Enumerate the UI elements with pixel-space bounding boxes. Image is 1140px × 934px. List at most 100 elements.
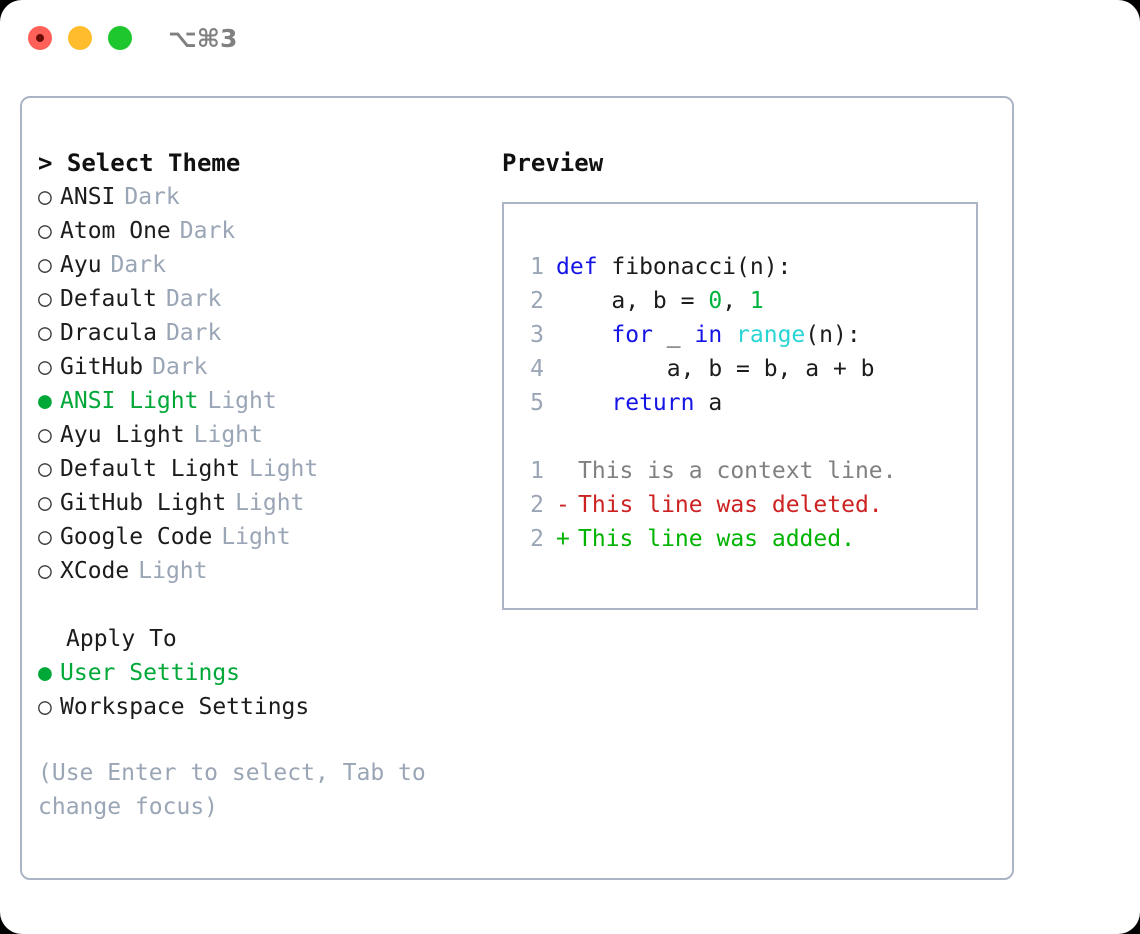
code-token: for: [611, 322, 653, 348]
radio-unselected-icon[interactable]: ○: [38, 286, 52, 312]
code-line: 3 for _ in range(n):: [520, 318, 897, 352]
code-token: 1: [749, 288, 764, 314]
maximize-button[interactable]: [108, 26, 132, 50]
radio-unselected-icon[interactable]: ○: [38, 184, 52, 210]
radio-selected-icon[interactable]: ●: [38, 388, 52, 414]
theme-option-label: XCode: [60, 558, 130, 584]
theme-option-row[interactable]: ○ Default Dark: [38, 282, 478, 316]
radio-unselected-icon[interactable]: ○: [38, 422, 52, 448]
diff-sign: -: [556, 492, 570, 518]
diff-text: This line was added.: [578, 526, 855, 552]
code-diff-spacer: [520, 420, 897, 454]
code-token: return: [611, 390, 695, 416]
theme-option-label: GitHub: [60, 354, 144, 380]
theme-option-row[interactable]: ● ANSI Light Light: [38, 384, 478, 418]
code-token: [556, 318, 611, 352]
code-token: in: [694, 322, 723, 348]
radio-unselected-icon[interactable]: ○: [38, 524, 52, 550]
theme-option-label: Google Code: [60, 524, 213, 550]
theme-option-row[interactable]: ○ GitHub Light Light: [38, 486, 478, 520]
theme-option-row[interactable]: ○ GitHub Dark: [38, 350, 478, 384]
theme-option-tag: Dark: [152, 354, 208, 380]
theme-option-tag: Dark: [165, 286, 222, 312]
apply-to-option-label: Workspace Settings: [60, 694, 310, 720]
theme-option-tag: Light: [221, 524, 291, 550]
theme-option-label: Default: [60, 286, 157, 312]
theme-option-label: GitHub Light: [60, 490, 227, 516]
theme-option-row[interactable]: ○ ANSI Dark: [38, 180, 478, 214]
code-token: 0: [708, 288, 723, 314]
code-token: fibonacci(n):: [597, 254, 792, 280]
code-line-number: 4: [530, 356, 544, 382]
radio-unselected-icon[interactable]: ○: [38, 218, 52, 244]
theme-option-tag: Dark: [110, 252, 166, 278]
code-token: _: [652, 322, 695, 348]
diff-sample: 1 This is a context line. 2-This line was…: [520, 454, 897, 556]
diff-line-number: 2: [530, 526, 544, 552]
code-line-number: 2: [530, 288, 544, 314]
theme-option-tag: Light: [235, 490, 305, 516]
theme-option-label: ANSI Light: [60, 388, 199, 414]
theme-option-tag: Light: [138, 558, 208, 584]
diff-text: This is a context line.: [578, 458, 897, 484]
diff-line: 2-This line was deleted.: [520, 488, 897, 522]
radio-selected-icon[interactable]: ●: [38, 660, 52, 686]
theme-option-tag: Dark: [124, 184, 180, 210]
apply-to-option-row[interactable]: ○ Workspace Settings: [38, 690, 478, 724]
code-line: 4 a, b = b, a + b: [520, 352, 897, 386]
code-token: def: [556, 254, 598, 280]
apply-to-option-row[interactable]: ● User Settings: [38, 656, 478, 690]
diff-line-number: 1: [530, 458, 544, 484]
theme-option-row[interactable]: ○ XCode Light: [38, 554, 478, 588]
select-theme-header: > Select Theme: [38, 149, 241, 177]
code-line-number: 3: [530, 322, 544, 348]
code-line: 5 return a: [520, 386, 897, 420]
title-bar: ⌥⌘3: [0, 0, 1140, 78]
radio-unselected-icon[interactable]: ○: [38, 694, 52, 720]
code-token: ,: [722, 288, 750, 314]
code-line: 1 def fibonacci(n):: [520, 250, 897, 284]
theme-option-row[interactable]: ○ Dracula Dark: [38, 316, 478, 350]
apply-to-section: Apply To ●User Settings○Workspace Settin…: [38, 622, 478, 724]
preview-column: Preview 1 def fibonacci(n): 2 a, b = 0, 1 3…: [502, 146, 1002, 610]
preview-title: Preview: [502, 149, 604, 177]
radio-unselected-icon[interactable]: ○: [38, 490, 52, 516]
code-line-number: 5: [530, 390, 544, 416]
code-token: (n):: [805, 322, 861, 348]
code-token: range: [736, 322, 806, 348]
diff-line-number: 2: [530, 492, 544, 518]
keyboard-shortcut-label: ⌥⌘3: [168, 24, 238, 53]
theme-option-label: ANSI: [60, 184, 116, 210]
theme-option-tag: Dark: [165, 320, 222, 346]
theme-option-tag: Light: [207, 388, 277, 414]
code-token: a, b = b, a + b: [556, 356, 875, 382]
theme-option-tag: Dark: [179, 218, 236, 244]
radio-unselected-icon[interactable]: ○: [38, 320, 52, 346]
diff-text: This line was deleted.: [578, 492, 883, 518]
code-token: a, b =: [556, 288, 709, 314]
keyboard-hint-text: (Use Enter to select, Tab to change focu…: [38, 760, 440, 820]
minimize-button[interactable]: [68, 26, 92, 50]
apply-to-list[interactable]: ● User Settings ○ Workspace Settings: [38, 656, 478, 724]
code-preview-area: 1 def fibonacci(n): 2 a, b = 0, 1 3 for _ i…: [520, 250, 897, 556]
theme-option-row[interactable]: ○ Google Code Light: [38, 520, 478, 554]
radio-unselected-icon[interactable]: ○: [38, 558, 52, 584]
code-sample: 1 def fibonacci(n): 2 a, b = 0, 1 3 for _ i…: [520, 250, 897, 420]
theme-option-label: Ayu Light: [60, 422, 185, 448]
radio-unselected-icon[interactable]: ○: [38, 252, 52, 278]
code-line-number: 1: [530, 254, 544, 280]
theme-option-label: Dracula: [60, 320, 157, 346]
apply-to-option-label: User Settings: [60, 660, 241, 686]
radio-unselected-icon[interactable]: ○: [38, 354, 52, 380]
radio-unselected-icon[interactable]: ○: [38, 456, 52, 482]
theme-option-label: Default Light: [60, 456, 241, 482]
diff-sign: +: [556, 526, 570, 552]
